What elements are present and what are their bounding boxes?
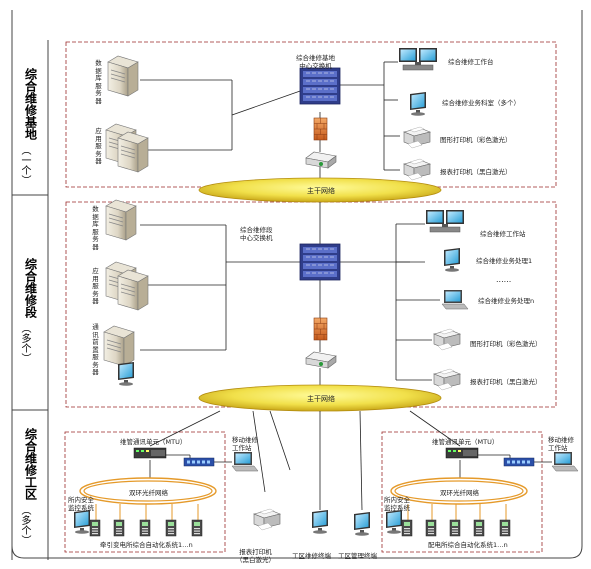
base-workstation-icon: [398, 47, 438, 71]
base-report-printer-icon: [403, 158, 431, 181]
base-app-server-label: 应用服务器: [95, 127, 102, 165]
base-graphic-printer-label: 图形打印机（彩色激光）: [440, 136, 512, 144]
base-app-server-icon-2: [117, 131, 149, 173]
tier-label-base: 综合维修基地 （一个）: [19, 68, 41, 185]
base-switch-label: 综合维修基地 中心交换机: [296, 54, 335, 70]
left-mobile-label: 移动维修 工作站: [232, 436, 258, 452]
right-mtu-icon: [445, 447, 479, 459]
depot-graphic-printer-icon: [433, 328, 461, 351]
tier-sub: （一个）: [19, 145, 30, 185]
depot-db-server-icon: [105, 199, 137, 241]
base-firewall-icon: [313, 117, 328, 141]
right-ied-3-icon: [449, 519, 461, 537]
tier-sub: （多个）: [19, 505, 30, 545]
right-ied-1-icon: [401, 519, 413, 537]
workarea-report-printer-label: 报表打印机 （黑白激光）: [236, 548, 275, 564]
left-switch-icon: [183, 457, 215, 467]
left-ied-4-icon: [165, 519, 177, 537]
region-workarea-right: [381, 431, 543, 553]
workarea-terminal-1-icon: [312, 510, 328, 534]
left-ied-1-icon: [89, 519, 101, 537]
right-switch-icon: [503, 457, 535, 467]
backbone-label-1: 主干网络: [307, 187, 335, 195]
depot-comm-server-icon: [103, 325, 135, 367]
right-ied-2-icon: [425, 519, 437, 537]
depot-comm-monitor-icon: [118, 362, 134, 386]
left-ied-5-icon: [191, 519, 203, 537]
outer-frame: [11, 10, 583, 559]
workarea-terminal-2-icon: [354, 512, 370, 536]
left-bottom-label: 牵引变电所综合自动化系统1…n: [100, 541, 193, 549]
depot-report-printer-label: 报表打印机（黑白激光）: [470, 378, 542, 386]
workarea-terminal-2-label: 工区管理终端: [338, 552, 377, 560]
base-router-icon: [305, 151, 337, 169]
base-db-server-icon: [107, 55, 139, 97]
base-switch-icon: [299, 67, 341, 105]
tier-title: 综合维修段: [23, 258, 38, 318]
depot-business-n-label: 综合维修业务处理n: [478, 297, 535, 305]
depot-workstation-label: 综合维修工作站: [480, 230, 526, 238]
tier-sub: （多个）: [19, 323, 30, 363]
base-db-server-label: 数据库服务器: [95, 59, 102, 105]
depot-ellipsis: ......: [496, 275, 512, 284]
base-report-printer-label: 报表打印机（黑白激光）: [440, 168, 512, 176]
depot-firewall-icon: [313, 317, 328, 341]
tier-label-depot: 综合维修段 （多个）: [19, 258, 41, 363]
depot-business-1-icon: [444, 248, 460, 272]
base-business-label: 综合维修业务科室（多个）: [442, 99, 520, 107]
left-mtu-label: 维管通讯单元（MTU）: [120, 438, 187, 446]
left-monitor-system-icon: [74, 510, 90, 534]
right-ring-label: 双环光纤网络: [440, 489, 479, 497]
depot-switch-icon: [299, 243, 341, 281]
depot-graphic-printer-label: 图形打印机（彩色激光）: [470, 340, 542, 348]
right-ied-4-icon: [473, 519, 485, 537]
left-ring-label: 双环光纤网络: [129, 489, 168, 497]
depot-switch-label: 综合维修段 中心交换机: [240, 226, 273, 242]
region-workarea-left: [64, 431, 226, 553]
right-monitor-label: 所内安全 监控系统: [384, 496, 410, 512]
workarea-report-printer-icon: [253, 508, 281, 531]
workarea-terminal-1-label: 工区维修终端: [292, 552, 331, 560]
tier-title: 综合维修工区: [23, 428, 38, 500]
depot-app-server-icon-2: [117, 269, 149, 311]
right-monitor-system-icon: [386, 510, 402, 534]
depot-report-printer-icon: [433, 368, 461, 391]
depot-business-1-label: 综合维修业务处理1: [476, 257, 533, 265]
left-ied-3-icon: [139, 519, 151, 537]
right-mtu-label: 维管通讯单元（MTU）: [432, 438, 499, 446]
left-monitor-label: 所内安全 监控系统: [68, 496, 94, 512]
depot-router-icon: [305, 351, 337, 369]
left-ied-2-icon: [113, 519, 125, 537]
depot-business-n-icon: [441, 289, 469, 310]
tier-title: 综合维修基地: [23, 68, 38, 140]
backbone-label-2: 主干网络: [307, 395, 335, 403]
depot-comm-server-label: 通讯前置服务器: [92, 323, 99, 376]
depot-db-server-label: 数据库服务器: [92, 205, 99, 251]
right-mobile-workstation-icon: [551, 451, 579, 472]
left-mtu-icon: [133, 447, 167, 459]
depot-workstation-icon: [425, 209, 465, 233]
left-mobile-workstation-icon: [231, 451, 259, 472]
base-business-pc-icon: [410, 92, 426, 116]
right-bottom-label: 配电所综合自动化系统1…n: [428, 541, 508, 549]
right-ied-5-icon: [499, 519, 511, 537]
tier-label-workarea: 综合维修工区 （多个）: [19, 428, 41, 545]
right-mobile-label: 移动维修 工作站: [548, 436, 574, 452]
base-workstation-label: 综合维修工作台: [448, 58, 494, 66]
base-graphic-printer-icon: [403, 126, 431, 149]
depot-app-server-label: 应用服务器: [92, 267, 99, 305]
